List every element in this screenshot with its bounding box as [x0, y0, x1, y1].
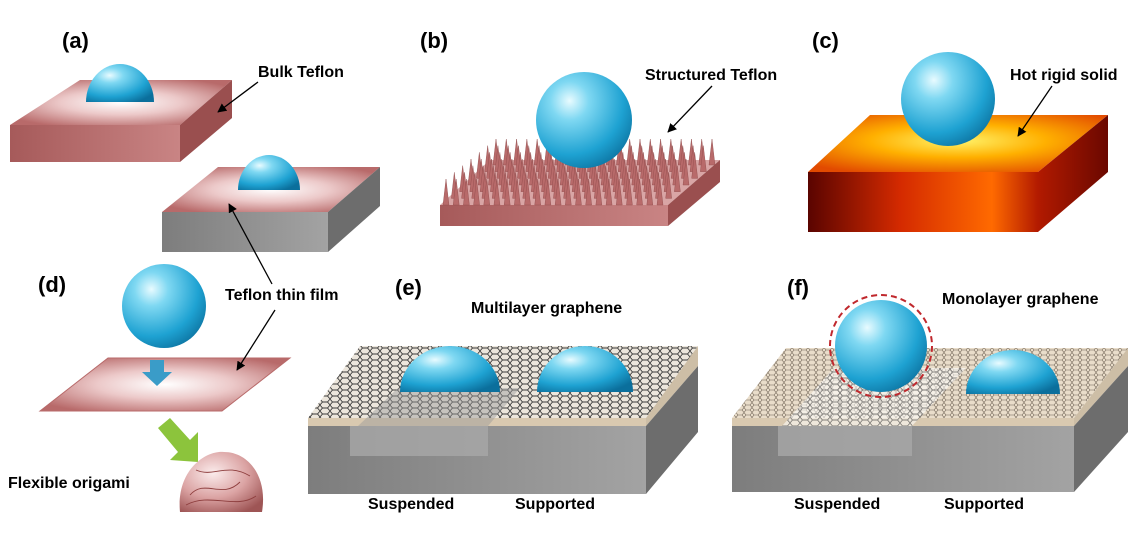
panel-e: (e) Multilayer graphene Suspended Suppor…	[308, 275, 698, 513]
panel-c-label: (c)	[812, 28, 839, 53]
thin-film-arrow-down	[236, 309, 276, 371]
monolayer-graphene-title: Monolayer graphene	[942, 291, 1099, 308]
structured-teflon-arrow	[667, 85, 713, 133]
teflon-spike	[636, 178, 643, 206]
panel-a-label: (a)	[62, 28, 89, 53]
teflon-spike	[616, 178, 623, 206]
panel-d: (d) Teflon thin film Flexible origami	[8, 203, 338, 512]
flexible-origami-caption: Flexible origami	[8, 475, 130, 492]
teflon-spike	[473, 178, 480, 206]
panel-c: (c) Hot rigid solid	[808, 28, 1118, 232]
teflon-spike	[514, 178, 521, 206]
panel-a: (a) Bulk Teflon	[10, 28, 380, 252]
green-arrow	[158, 418, 198, 462]
droplet-b	[536, 72, 632, 168]
structured-teflon-block	[440, 138, 720, 226]
teflon-spike	[656, 178, 664, 206]
droplet-c	[901, 52, 995, 146]
droplet-a2	[238, 155, 300, 190]
teflon-spike	[554, 178, 562, 206]
droplet-f-suspended	[835, 300, 927, 392]
panel-f-label: (f)	[787, 275, 809, 300]
teflon-spike	[463, 178, 470, 206]
thin-film-sheet	[38, 357, 292, 412]
teflon-spike	[605, 178, 613, 206]
suspended-trench-f	[778, 426, 912, 456]
suspended-trench	[350, 426, 488, 456]
monolayer-substrate	[732, 348, 1128, 492]
teflon-spike	[585, 178, 592, 206]
teflon-spike	[493, 178, 501, 206]
multilayer-graphene-title: Multilayer graphene	[471, 300, 622, 317]
teflon-spike	[544, 178, 552, 206]
panel-f: (f) Monolayer graphene Suspended Support…	[732, 275, 1128, 513]
hot-rigid-solid-callout: Hot rigid solid	[1010, 67, 1118, 84]
teflon-spike	[442, 178, 450, 206]
teflon-spike	[503, 178, 511, 206]
teflon-spike	[646, 178, 654, 206]
droplet-e-suspended	[400, 346, 500, 392]
thin-film-arrow-up	[228, 203, 273, 285]
dashed-outline	[829, 294, 933, 398]
teflon-spike	[682, 158, 690, 186]
teflon-spike	[595, 178, 603, 206]
bulk-teflon-callout: Bulk Teflon	[258, 64, 344, 81]
structured-teflon-callout: Structured Teflon	[645, 67, 777, 84]
multilayer-substrate	[308, 346, 698, 494]
bulk-teflon-block	[10, 80, 232, 162]
teflon-spike	[483, 178, 490, 206]
panel-b: (b) Structured Teflon	[420, 28, 777, 226]
droplet-e-supported	[537, 346, 633, 392]
panel-b-label: (b)	[420, 28, 448, 53]
teflon-spike	[674, 165, 681, 192]
teflon-spike	[575, 178, 582, 206]
teflon-spike	[452, 178, 460, 206]
teflon-spike	[626, 178, 633, 206]
supported-label-e: Supported	[515, 496, 595, 513]
droplet-a1	[86, 64, 154, 102]
teflon-spike	[691, 152, 698, 179]
teflon-spike	[708, 138, 716, 166]
teflon-spike	[524, 178, 531, 206]
bulk-teflon-arrow	[217, 81, 259, 113]
teflon-thin-film-callout: Teflon thin film	[225, 287, 338, 304]
panel-e-label: (e)	[395, 275, 422, 300]
flexible-origami	[179, 451, 264, 512]
supported-label-f: Supported	[944, 496, 1024, 513]
teflon-spike	[665, 172, 672, 199]
panel-d-label: (d)	[38, 272, 66, 297]
hot-rigid-solid-arrow	[1017, 85, 1053, 137]
down-arrow	[142, 360, 172, 386]
suspended-label-e: Suspended	[368, 496, 454, 513]
droplet-d	[122, 264, 206, 348]
suspended-label-f: Suspended	[794, 496, 880, 513]
droplet-f-supported	[966, 350, 1060, 394]
teflon-spike	[534, 178, 541, 206]
teflon-spike	[700, 145, 707, 172]
teflon-spike	[565, 178, 572, 206]
